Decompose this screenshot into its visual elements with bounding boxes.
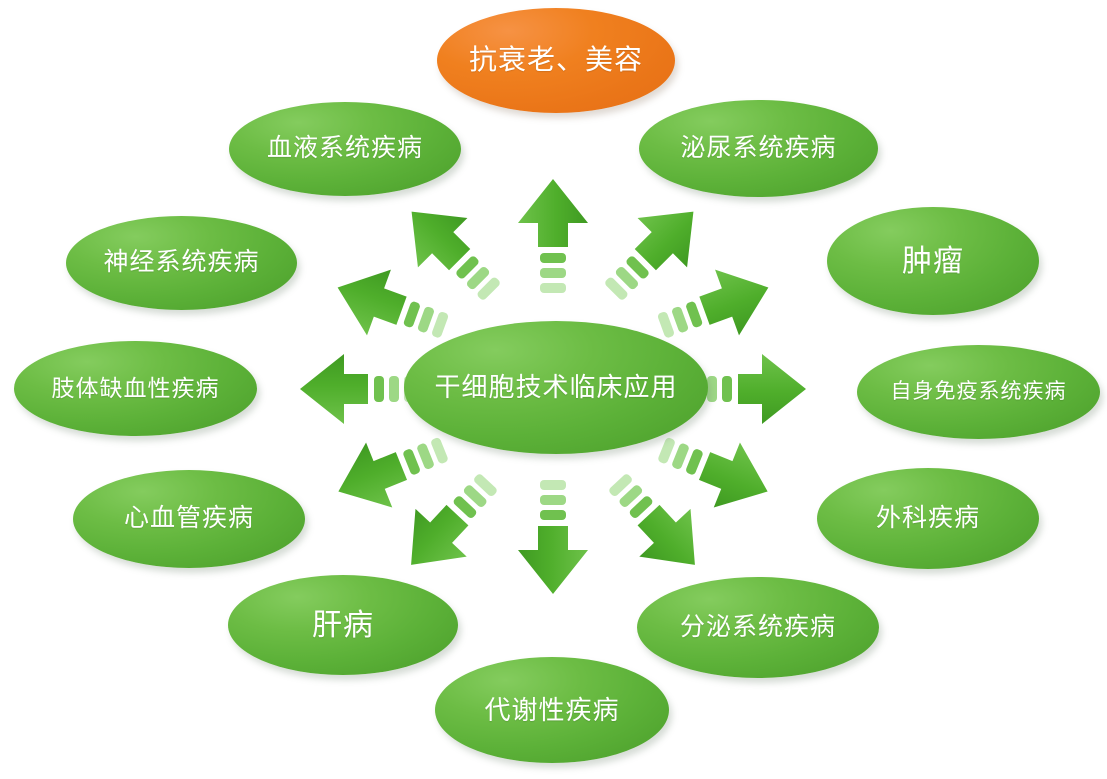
node-surgical-disease[interactable]: 外科疾病 <box>817 468 1039 569</box>
node-metabolic-disease[interactable]: 代谢性疾病 <box>435 657 669 763</box>
node-label-liver-disease: 肝病 <box>312 608 374 642</box>
arrow-to-secretory-system-disease <box>586 452 722 590</box>
node-secretory-system-disease[interactable]: 分泌系统疾病 <box>637 577 879 678</box>
node-autoimmune-system-disease[interactable]: 自身免疫系统疾病 <box>857 345 1100 439</box>
node-label-metabolic-disease: 代谢性疾病 <box>484 694 620 725</box>
node-label-urinary-system-disease: 泌尿系统疾病 <box>680 133 837 162</box>
node-label-nervous-system-disease: 神经系统疾病 <box>103 248 260 277</box>
arrow-to-blood-system-disease <box>385 185 522 322</box>
node-label-surgical-disease: 外科疾病 <box>875 503 980 532</box>
arrow-to-anti-aging-beauty <box>516 179 590 299</box>
center-node-stem-cell-clinical-application[interactable]: 干细胞技术临床应用 <box>404 321 708 454</box>
arrow-to-liver-disease <box>384 452 520 590</box>
node-blood-system-disease[interactable]: 血液系统疾病 <box>229 102 461 196</box>
node-label-anti-aging-beauty: 抗衰老、美容 <box>468 44 643 76</box>
node-limb-ischemic-disease[interactable]: 肢体缺血性疾病 <box>14 341 257 436</box>
arrow-to-urinary-system-disease <box>582 185 719 322</box>
arrow-to-limb-ischemic-disease <box>300 352 420 426</box>
node-anti-aging-beauty[interactable]: 抗衰老、美容 <box>437 8 675 113</box>
center-node-label: 干细胞技术临床应用 <box>434 372 678 403</box>
node-label-blood-system-disease: 血液系统疾病 <box>266 134 423 163</box>
node-label-tumor: 肿瘤 <box>902 244 964 278</box>
node-label-limb-ischemic-disease: 肢体缺血性疾病 <box>51 374 220 401</box>
arrow-to-metabolic-disease <box>516 474 590 594</box>
node-nervous-system-disease[interactable]: 神经系统疾病 <box>66 216 297 310</box>
node-label-cardiovascular-disease: 心血管疾病 <box>123 504 254 533</box>
node-label-secretory-system-disease: 分泌系统疾病 <box>679 612 836 641</box>
node-liver-disease[interactable]: 肝病 <box>228 575 458 675</box>
node-urinary-system-disease[interactable]: 泌尿系统疾病 <box>639 100 878 197</box>
node-cardiovascular-disease[interactable]: 心血管疾病 <box>73 470 305 568</box>
node-tumor[interactable]: 肿瘤 <box>827 207 1039 315</box>
node-label-autoimmune-system-disease: 自身免疫系统疾病 <box>890 380 1067 404</box>
